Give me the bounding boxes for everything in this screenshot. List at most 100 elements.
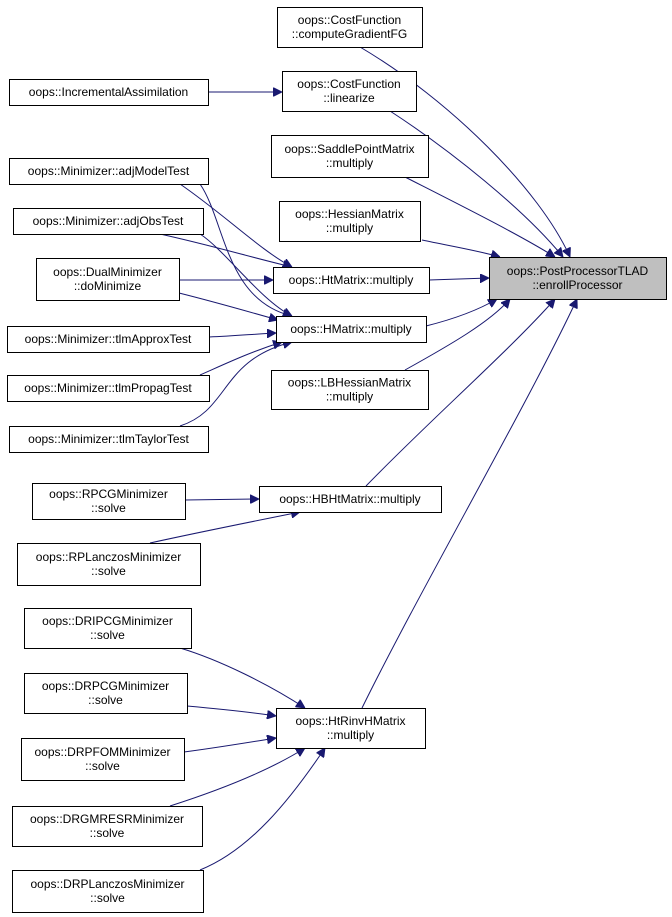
node-box (12, 870, 204, 913)
node-adjmodel[interactable]: oops::Minimizer::adjModelTest (9, 158, 209, 185)
node-label-line: oops::HtRinvHMatrix (295, 714, 405, 728)
node-label-line: oops::Minimizer::tlmPropagTest (24, 381, 192, 395)
node-label-line: oops::Minimizer::tlmApproxTest (25, 332, 192, 346)
node-tlmtaylor[interactable]: oops::Minimizer::tlmTaylorTest (9, 426, 209, 453)
edge-cf_grad-to-target (359, 46, 570, 257)
edge-dualmin-to-h (178, 292, 278, 320)
node-target[interactable]: oops::PostProcessorTLAD::enrollProcessor (489, 257, 667, 300)
edge-adjmodel-to-ht (179, 183, 292, 267)
edge-tlmpropag-to-h (199, 342, 282, 376)
node-label-line: ::solve (90, 891, 125, 905)
node-drpfom[interactable]: oops::DRPFOMMinimizer::solve (21, 738, 185, 781)
edge-htrinvh-to-target (361, 299, 577, 709)
edge-drplanczos-to-htrinvh (199, 748, 325, 871)
node-box (32, 483, 186, 520)
node-drgmresr[interactable]: oops::DRGMRESRMinimizer::solve (12, 806, 203, 847)
node-tlmpropag[interactable]: oops::Minimizer::tlmPropagTest (7, 375, 210, 402)
node-label-line: oops::DRIPCGMinimizer (42, 614, 173, 628)
node-box (9, 426, 209, 453)
edge-adjmodel-to-h (199, 183, 292, 316)
node-label-line: ::enrollProcessor (532, 278, 622, 292)
node-tlmapprox[interactable]: oops::Minimizer::tlmApproxTest (7, 326, 210, 353)
node-label-line: oops::DRPCGMinimizer (42, 679, 169, 693)
nodes-layer: oops::PostProcessorTLAD::enrollProcessor… (7, 7, 667, 913)
node-box (276, 316, 427, 343)
node-adjobs[interactable]: oops::Minimizer::adjObsTest (13, 208, 204, 235)
node-box (13, 208, 204, 235)
node-rplanczos[interactable]: oops::RPLanczosMinimizer::solve (17, 543, 201, 586)
node-label-line: oops::PostProcessorTLAD (507, 264, 649, 278)
node-label-line: oops::DRPFOMMinimizer (34, 745, 170, 759)
edge-cf_lin-to-target (389, 110, 563, 257)
node-hess[interactable]: oops::HessianMatrix::multiply (279, 201, 421, 242)
node-cf_lin[interactable]: oops::CostFunction::linearize (282, 71, 417, 112)
edge-adjobs-to-ht (159, 233, 292, 267)
node-box (24, 608, 192, 649)
edge-drpfom-to-htrinvh (183, 738, 276, 753)
edge-spm-to-target (404, 176, 555, 257)
node-incr[interactable]: oops::IncrementalAssimilation (9, 79, 209, 106)
node-label-line: oops::CostFunction (298, 13, 401, 27)
node-label-line: ::linearize (323, 91, 375, 105)
edge-adjobs-to-h (199, 233, 292, 316)
node-box (17, 543, 201, 586)
edge-tlmtaylor-to-h (179, 342, 292, 427)
node-box (24, 673, 188, 714)
node-box (9, 158, 209, 185)
edge-hess-to-target (421, 239, 500, 257)
node-box (273, 267, 430, 294)
node-rpcg[interactable]: oops::RPCGMinimizer::solve (32, 483, 186, 520)
node-lbhess[interactable]: oops::LBHessianMatrix::multiply (271, 370, 429, 410)
node-label-line: ::doMinimize (74, 279, 142, 293)
node-label-line: ::multiply (326, 156, 373, 170)
node-label-line: ::solve (91, 564, 126, 578)
edge-lbhess-to-target (404, 299, 510, 371)
node-spm[interactable]: oops::SaddlePointMatrix::multiply (271, 135, 429, 178)
node-label-line: ::solve (90, 628, 125, 642)
edge-tlmapprox-to-h (208, 333, 276, 337)
node-box (9, 79, 209, 106)
node-ht[interactable]: oops::HtMatrix::multiply (273, 267, 430, 294)
node-label-line: ::multiply (326, 221, 373, 235)
node-label-line: ::solve (91, 501, 126, 515)
edge-drgmresr-to-htrinvh (169, 748, 305, 807)
node-label-line: oops::Minimizer::adjObsTest (33, 214, 184, 228)
node-label-line: oops::RPLanczosMinimizer (36, 550, 181, 564)
node-label-line: oops::Minimizer::tlmTaylorTest (28, 432, 189, 446)
node-label-line: ::solve (88, 693, 123, 707)
edge-hbht-to-target (365, 299, 555, 487)
edges-layer (149, 46, 577, 871)
node-label-line: oops::SaddlePointMatrix (284, 142, 414, 156)
node-htrinvh[interactable]: oops::HtRinvHMatrix::multiply (276, 708, 426, 749)
node-h[interactable]: oops::HMatrix::multiply (276, 316, 427, 343)
node-box (7, 375, 210, 402)
focus-node-box (489, 257, 667, 300)
node-label-line: oops::RPCGMinimizer (49, 487, 168, 501)
node-box (276, 708, 426, 749)
node-label-line: oops::IncrementalAssimilation (29, 85, 188, 99)
node-label-line: oops::LBHessianMatrix (288, 376, 411, 390)
node-dualmin[interactable]: oops::DualMinimizer::doMinimize (36, 258, 180, 301)
node-label-line: oops::HessianMatrix (295, 207, 404, 221)
node-label-line: ::multiply (326, 390, 373, 404)
node-label-line: oops::CostFunction (297, 77, 400, 91)
node-box (271, 135, 429, 178)
edge-rpcg-to-hbht (184, 499, 259, 500)
node-drpcg[interactable]: oops::DRPCGMinimizer::solve (24, 673, 188, 714)
node-drplanczos[interactable]: oops::DRPLanczosMinimizer::solve (12, 870, 204, 913)
node-box (7, 326, 210, 353)
node-box (277, 7, 423, 48)
node-hbht[interactable]: oops::HBHtMatrix::multiply (259, 486, 442, 513)
edge-dripcg-to-htrinvh (179, 647, 305, 708)
node-label-line: oops::DualMinimizer (53, 265, 162, 279)
node-box (36, 258, 180, 301)
node-dripcg[interactable]: oops::DRIPCGMinimizer::solve (24, 608, 192, 649)
edge-ht-to-target (428, 278, 489, 280)
node-box (21, 738, 185, 781)
node-box (12, 806, 203, 847)
node-label-line: oops::Minimizer::adjModelTest (28, 164, 190, 178)
node-cf_grad[interactable]: oops::CostFunction::computeGradientFG (277, 7, 423, 48)
node-label-line: ::computeGradientFG (292, 27, 407, 41)
node-label-line: oops::HtMatrix::multiply (289, 273, 414, 287)
node-box (271, 370, 429, 410)
